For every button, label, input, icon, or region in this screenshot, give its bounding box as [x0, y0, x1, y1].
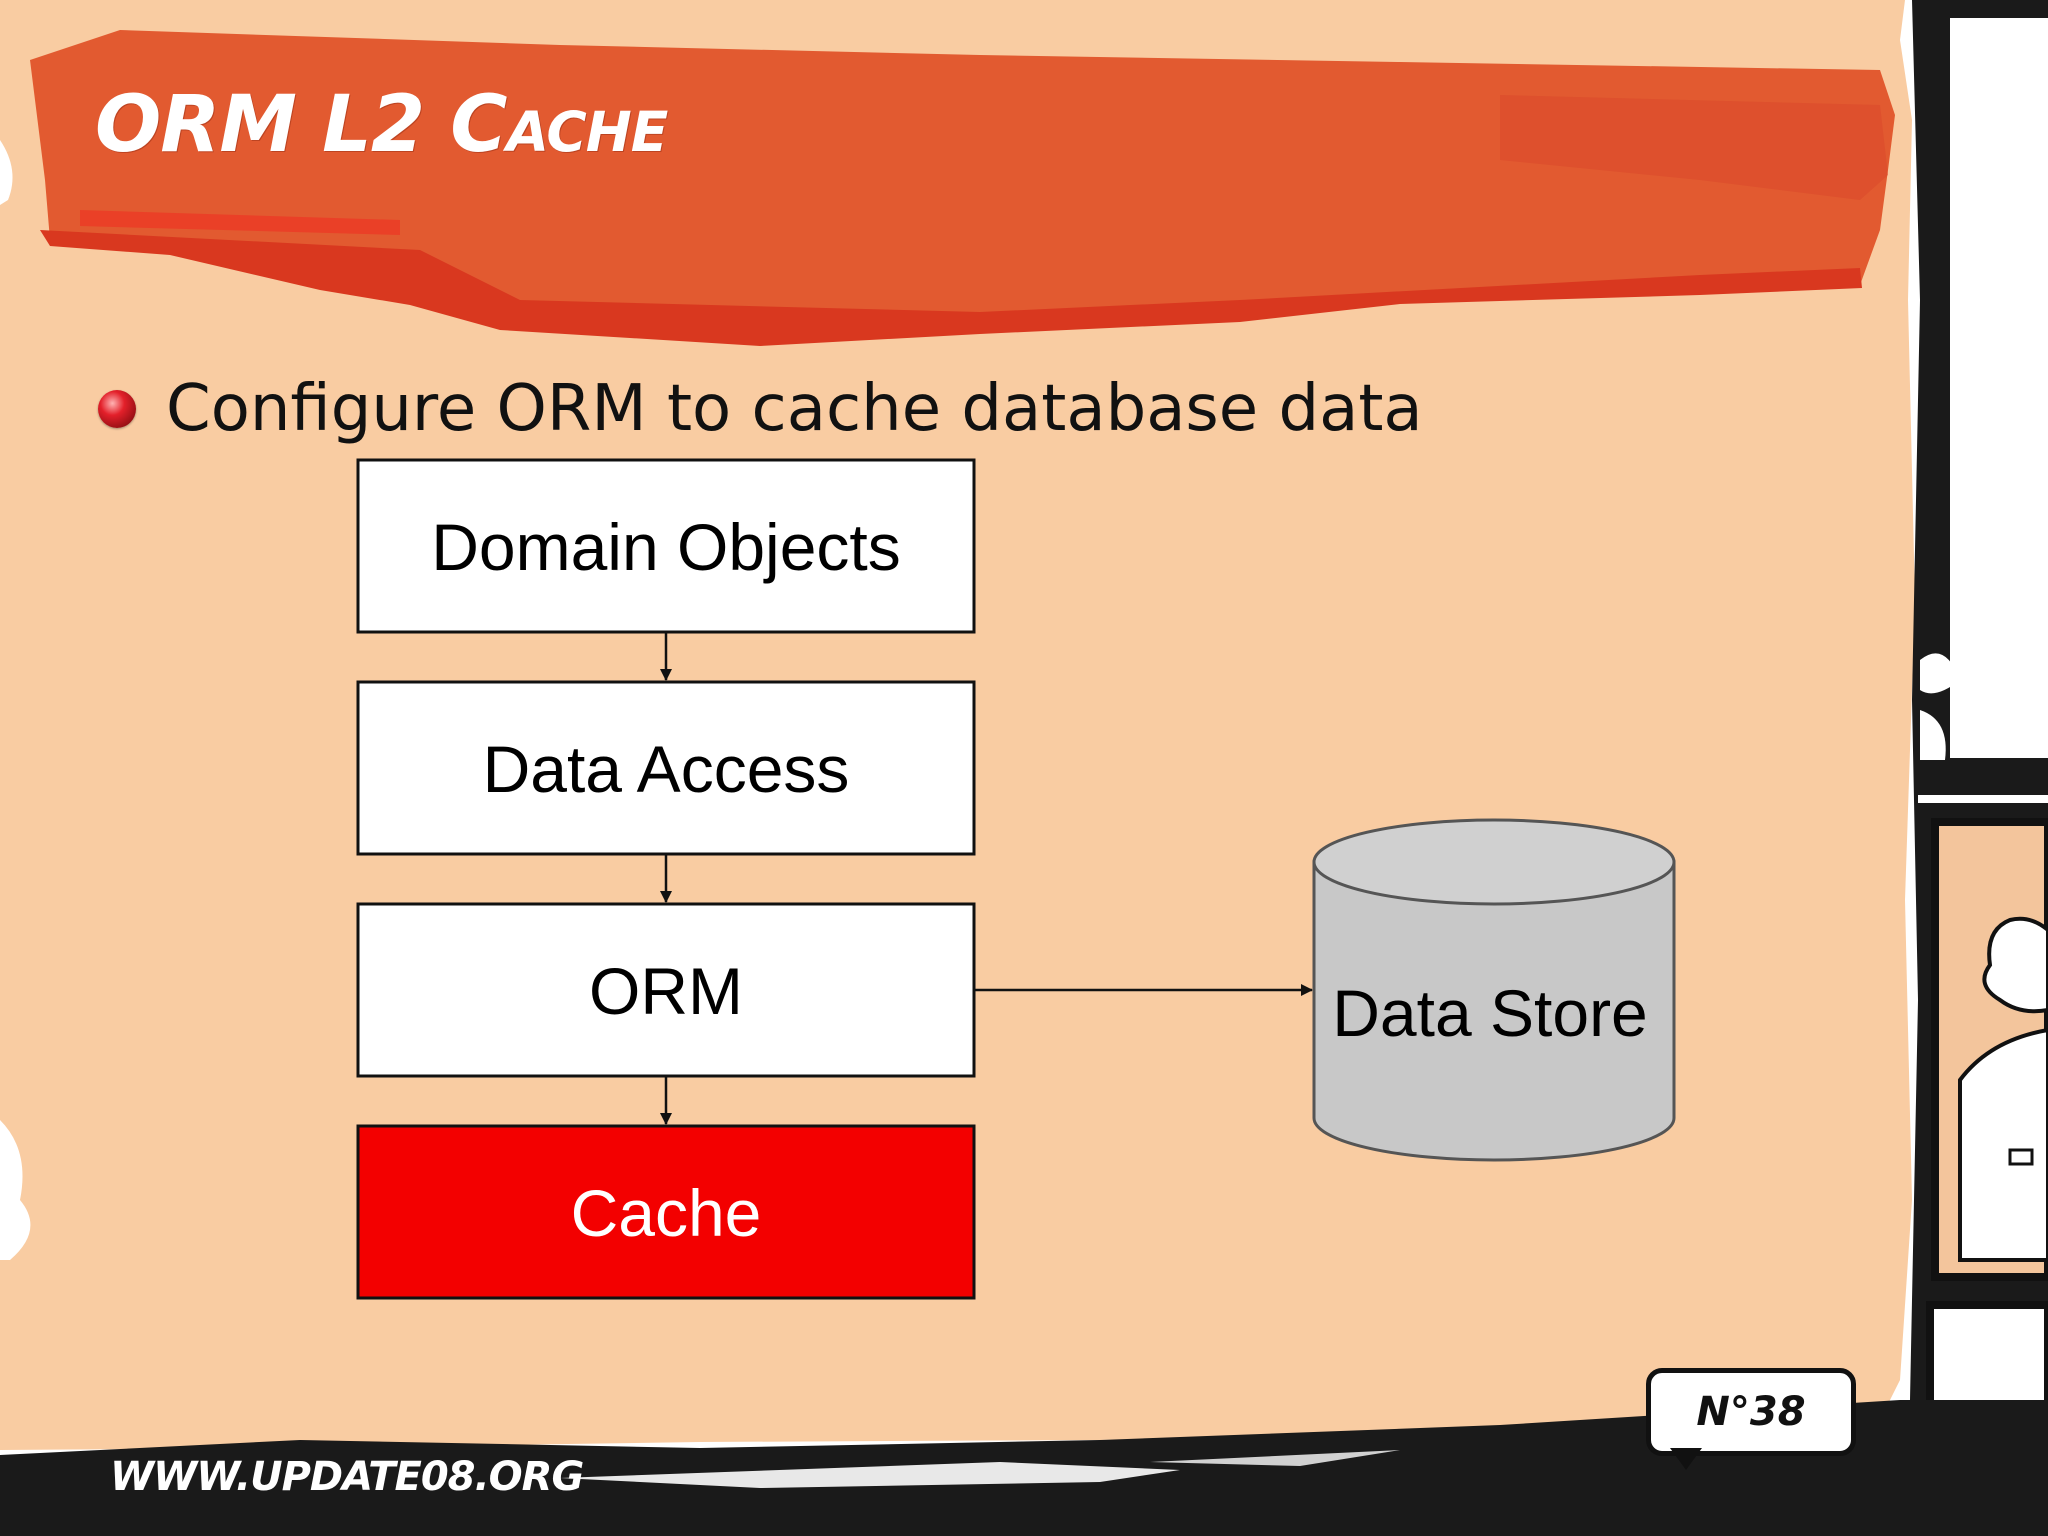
- node-data-store-label: Data Store: [1332, 976, 1648, 1050]
- node-data-access: Data Access: [356, 680, 976, 856]
- bullet-item: Configure ORM to cache database data: [98, 374, 1423, 444]
- node-orm: ORM: [356, 902, 976, 1078]
- slide-title: ORM L2 Cache: [95, 80, 668, 170]
- speech-bubble-tail: [1670, 1448, 1702, 1470]
- title-banner: [30, 30, 1895, 340]
- node-orm-label: ORM: [589, 954, 743, 1028]
- node-domain-objects: Domain Objects: [356, 458, 976, 634]
- node-data-access-label: Data Access: [483, 732, 850, 806]
- node-domain-objects-label: Domain Objects: [431, 510, 901, 584]
- footer-url[interactable]: WWW.UPDATE08.ORG: [110, 1454, 584, 1500]
- node-cache: Cache: [356, 1124, 976, 1300]
- node-cache-label: Cache: [571, 1176, 762, 1250]
- node-data-store: Data Store: [1312, 818, 1676, 1162]
- bullet-icon: [98, 390, 136, 428]
- bullet-text: Configure ORM to cache database data: [166, 372, 1423, 446]
- page-number-badge: N°38: [1646, 1368, 1856, 1456]
